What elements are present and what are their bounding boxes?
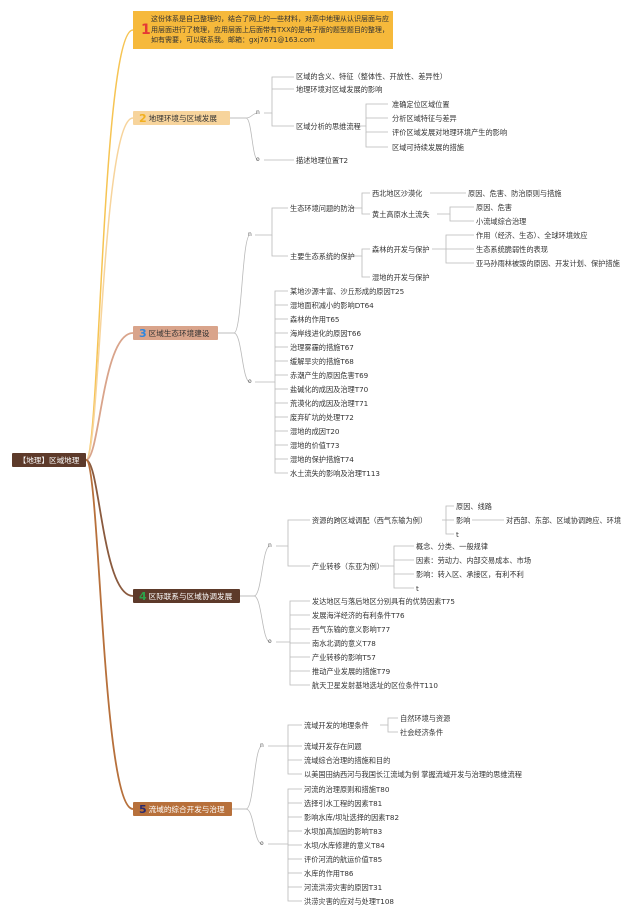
s3-loess-detail[interactable]: 小流域综合治理 — [476, 217, 527, 226]
s5-o-item[interactable]: 水库的作用T86 — [304, 869, 354, 878]
s5-n-item[interactable]: 流域开发存在问题 — [304, 742, 362, 751]
s5-o-item[interactable]: 选择引水工程的因素T81 — [304, 799, 383, 808]
s4-o-item[interactable]: 产业转移的影响T57 — [312, 653, 376, 662]
s5-dev[interactable]: 流域开发的地理条件 — [304, 721, 369, 730]
s5-o-item[interactable]: 河流洪涝灾害的原因T31 — [304, 883, 383, 892]
section-4-title: 区际联系与区域协调发展 — [148, 591, 233, 601]
section-2-number: 2 — [139, 111, 147, 125]
root-node[interactable]: 【地理】区域地理 — [12, 453, 86, 467]
s3-o-item[interactable]: 湿地的成因T20 — [290, 427, 340, 436]
s2-n-marker: n — [256, 109, 260, 116]
s3-o-item[interactable]: 森林的作用T65 — [290, 315, 340, 324]
s3-n-marker: n — [248, 231, 252, 238]
s3-prevent[interactable]: 生态环境问题的防治 — [290, 204, 355, 213]
s3-o-item[interactable]: 盐碱化的成因及治理T70 — [290, 385, 369, 394]
s4-o-item[interactable]: 推动产业发展的措施T79 — [312, 667, 391, 676]
s3-loess-detail[interactable]: 原因、危害 — [476, 203, 512, 212]
section-3-number: 3 — [139, 326, 147, 340]
s3-protect[interactable]: 主要生态系统的保护 — [290, 252, 355, 261]
s3-forest-detail[interactable]: 生态系统脆弱性的表现 — [476, 245, 548, 254]
s3-desert-detail[interactable]: 原因、危害、防治原则与措施 — [468, 189, 562, 198]
s3-forest-detail[interactable]: 作用（经济、生态）、全球环境效应 — [476, 231, 588, 240]
s5-n-item[interactable]: 流域综合治理的措施和目的 — [304, 756, 391, 765]
s2-item[interactable]: 地理环境对区域发展的影响 — [296, 85, 383, 94]
s4-industry-detail[interactable]: 因素：劳动力、内部交易成本、市场 — [416, 556, 532, 565]
s4-transfer[interactable]: 资源的跨区域调配（西气东输为例） — [312, 516, 428, 525]
s5-o-marker: o — [260, 840, 264, 847]
s4-industry-detail[interactable]: 概念、分类、一般规律 — [416, 542, 488, 551]
s4-industry[interactable]: 产业转移（东亚为例） — [312, 562, 384, 571]
section-2-title: 地理环境与区域发展 — [148, 113, 217, 123]
s4-o-item[interactable]: 南水北调的意义T78 — [312, 639, 376, 648]
intro-text: 这份体系是自己整理的，结合了网上的一些材料，对高中地理从认识层面与应用层面进行了… — [151, 15, 389, 44]
s3-o-marker: o — [248, 378, 252, 385]
section-5-number: 5 — [139, 802, 147, 816]
s2-flow-item[interactable]: 分析区域特征与差异 — [392, 114, 457, 123]
intro-note[interactable]: 1 这份体系是自己整理的，结合了网上的一些材料，对高中地理从认识层面与应用层面进… — [133, 11, 393, 49]
section-5-title: 流域的综合开发与治理 — [148, 804, 225, 814]
s4-o-item[interactable]: 西气东输的意义影响T77 — [312, 625, 391, 634]
s4-impact-detail[interactable]: 对西部、东部、区域协调跨应、环境 — [506, 516, 622, 525]
s3-loess[interactable]: 黄土高原水土流失 — [372, 210, 430, 219]
section-3-title: 区域生态环境建设 — [148, 328, 210, 338]
section-4-number: 4 — [139, 589, 147, 603]
section-5-node[interactable]: 5 流域的综合开发与治理 — [133, 802, 232, 816]
s3-forest[interactable]: 森林的开发与保护 — [372, 245, 430, 254]
s5-o-item[interactable]: 洪涝灾害的应对与处理T108 — [304, 897, 394, 906]
s3-desert[interactable]: 西北地区沙漠化 — [372, 189, 423, 198]
s3-o-item[interactable]: 某地沙源丰富、沙丘形成的原因T25 — [290, 287, 405, 296]
s5-o-item[interactable]: 水坝/水库修建的意义T84 — [304, 841, 385, 850]
s5-o-item[interactable]: 水坝加高加固的影响T83 — [304, 827, 383, 836]
s5-o-item[interactable]: 影响水库/坝址选择的因素T82 — [304, 813, 400, 822]
s2-o-marker: o — [256, 156, 260, 163]
s2-o-item[interactable]: 描述地理位置T2 — [296, 156, 349, 165]
s2-flow-item[interactable]: 准确定位区域位置 — [392, 100, 450, 109]
intro-number: 1 — [141, 22, 151, 38]
s3-o-item[interactable]: 废弃矿坑的处理T72 — [290, 413, 354, 422]
s3-o-item[interactable]: 治理雾霾的措施T67 — [290, 343, 354, 352]
root-label: 【地理】区域地理 — [18, 455, 80, 465]
s5-n-marker: n — [260, 742, 264, 749]
s3-o-item[interactable]: 湿地的价值T73 — [290, 441, 340, 450]
s3-forest-detail[interactable]: 亚马孙雨林被毁的原因、开发计划、保护措施 — [476, 259, 620, 268]
s3-o-item[interactable]: 缓解旱灾的措施T68 — [290, 357, 354, 366]
s4-o-item[interactable]: 航天卫星发射基地选址的区位条件T110 — [312, 681, 438, 690]
s2-item[interactable]: 区域分析的思维流程 — [296, 122, 361, 131]
s4-transfer-detail[interactable]: 原因、线路 — [456, 502, 492, 511]
section-3-node[interactable]: 3 区域生态环境建设 — [133, 326, 218, 340]
s5-o-item[interactable]: 评价河流的航运价值T85 — [304, 855, 383, 864]
s4-industry-detail[interactable]: 影响：转入区、承接区，有利不利 — [416, 570, 524, 579]
s4-transfer-detail[interactable]: t — [456, 530, 459, 539]
s3-o-item[interactable]: 荒漠化的成因及治理T71 — [290, 399, 369, 408]
s4-n-marker: n — [268, 542, 272, 549]
s5-dev-detail[interactable]: 自然环境与资源 — [400, 714, 451, 723]
s3-o-item[interactable]: 湿地的保护措施T74 — [290, 455, 354, 464]
s5-o-item[interactable]: 河流的治理原则和措施T80 — [304, 785, 390, 794]
s2-flow-item[interactable]: 评价区域发展对地理环境产生的影响 — [392, 128, 508, 137]
s3-o-item[interactable]: 湿地面积减小的影响DT64 — [290, 301, 374, 310]
s5-dev-detail[interactable]: 社会经济条件 — [400, 728, 444, 737]
s4-industry-detail[interactable]: t — [416, 584, 419, 593]
s3-o-item[interactable]: 赤潮产生的原因危害T69 — [290, 371, 369, 380]
s5-n-item[interactable]: 以美国田纳西河与我国长江流域为例 掌握流域开发与治理的思维流程 — [304, 770, 522, 779]
s3-wetland[interactable]: 湿地的开发与保护 — [372, 273, 430, 282]
s2-item[interactable]: 区域的含义、特征（整体性、开放性、差异性） — [296, 72, 447, 81]
s2-flow-item[interactable]: 区域可持续发展的措施 — [392, 143, 464, 152]
s4-transfer-detail[interactable]: 影响 — [456, 516, 471, 525]
s4-o-item[interactable]: 发展海洋经济的有利条件T76 — [312, 611, 405, 620]
s3-o-item[interactable]: 水土流失的影响及治理T113 — [290, 469, 380, 478]
section-2-node[interactable]: 2 地理环境与区域发展 — [133, 111, 230, 125]
section-4-node[interactable]: 4 区际联系与区域协调发展 — [133, 589, 240, 603]
s4-o-item[interactable]: 发达地区与落后地区分别具有的优势因素T75 — [312, 597, 455, 606]
s3-o-item[interactable]: 海岸线进化的原因T66 — [290, 329, 362, 338]
s4-o-marker: o — [268, 638, 272, 645]
